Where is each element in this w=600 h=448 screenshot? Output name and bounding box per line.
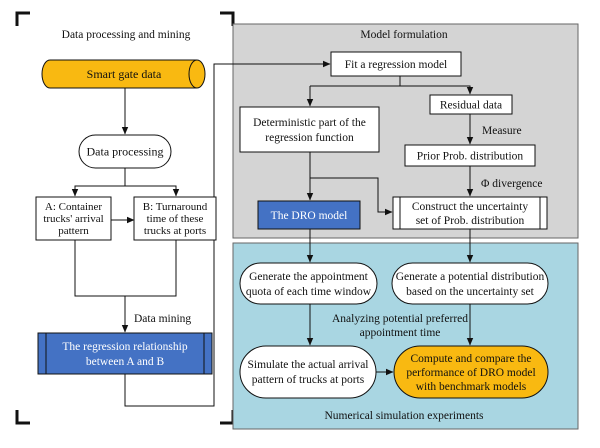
frame-corner-top-left [15, 11, 30, 26]
fit-regression-node: Fit a regression model [330, 51, 462, 77]
box-b-line-2: time of these [147, 213, 204, 225]
smart-gate-cylinder-rim [188, 59, 198, 89]
frame-corner-top-right [220, 11, 235, 26]
simulate-arrival-line-1: Simulate the actual arrival [247, 359, 368, 371]
regression-relationship-line-1: The regression relationship [62, 341, 187, 353]
potential-distribution-line-1: Generate a potential distribution [396, 271, 545, 283]
box-a-line-3: pattern [58, 225, 89, 237]
residual-data-label: Residual data [440, 100, 502, 112]
model-section-title: Model formulation [360, 29, 447, 41]
connector-deterministic-uncertainty [310, 177, 393, 216]
potential-distribution-node: Generate a potential distribution based … [391, 262, 549, 305]
compare-performance-line-1: Compute and compare the [410, 353, 531, 365]
simulate-arrival-line-2: pattern of trucks at ports [252, 374, 365, 386]
residual-data-node: Residual data [429, 94, 513, 115]
appointment-quota-line-2: quota of each time window [246, 286, 372, 298]
box-b-line-3: trucks at ports [144, 225, 206, 237]
connector-fit-left [310, 76, 401, 87]
uncertainty-set-node: Construct the uncertainty set of Prob. d… [392, 196, 548, 230]
prior-prob-label: Prior Prob. distribution [417, 151, 524, 163]
connector-a-merge [74, 240, 177, 297]
data-processing-node: Data processing [78, 134, 172, 169]
box-a-line-2: trucks' arrival [43, 213, 103, 225]
compare-performance-line-3: with benchmark models [416, 381, 527, 393]
left-section-title: Data processing and mining [62, 29, 191, 41]
dro-model-node: The DRO model [257, 200, 361, 230]
prior-prob-node: Prior Prob. distribution [404, 144, 536, 167]
uncertainty-set-line-1: Construct the uncertainty [412, 201, 528, 213]
frame-corner-bottom-left [15, 410, 30, 425]
connector-regression-fitmodel [124, 60, 331, 407]
appointment-quota-node: Generate the appointment quota of each t… [239, 262, 378, 305]
connector-processing-b [125, 185, 180, 197]
smart-gate-label: Smart gate data [87, 67, 162, 81]
deterministic-line-2: regression function [265, 132, 354, 144]
phi-divergence-label: Φ divergence [481, 178, 543, 190]
regression-relationship-node: The regression relationship between A an… [37, 332, 213, 375]
data-processing-label: Data processing [87, 145, 164, 159]
measure-label: Measure [482, 125, 522, 137]
compare-performance-node: Compute and compare the performance of D… [393, 345, 549, 399]
connector-processing-a [71, 168, 126, 197]
box-b-node: B: Turnaround time of these trucks at po… [133, 196, 217, 241]
box-b-line-1: B: Turnaround [143, 201, 208, 213]
box-a-line-1: A: Container [45, 201, 102, 213]
deterministic-node: Deterministic part of the regression fun… [239, 106, 380, 153]
frame-corner-bottom-right [220, 410, 235, 425]
simulation-section-title: Numerical simulation experiments [324, 410, 484, 422]
compare-performance-line-2: performance of DRO model [406, 367, 535, 379]
connectors [71, 60, 474, 407]
regression-relationship-line-2: between A and B [86, 356, 165, 368]
uncertainty-set-line-2: set of Prob. distribution [416, 215, 525, 227]
simulate-arrival-node: Simulate the actual arrival pattern of t… [239, 345, 377, 399]
fit-regression-label: Fit a regression model [345, 59, 448, 71]
appointment-quota-line-1: Generate the appointment [249, 271, 369, 283]
deterministic-line-1: Deterministic part of the [253, 117, 366, 129]
box-a-node: A: Container trucks' arrival pattern [35, 196, 112, 241]
analyzing-line-1: Analyzing potential preferred [332, 313, 468, 325]
smart-gate-data-node: Smart gate data [41, 59, 206, 89]
dro-model-label: The DRO model [271, 210, 348, 222]
potential-distribution-line-2: based on the uncertainty set [406, 286, 535, 298]
data-mining-label: Data mining [134, 313, 191, 325]
analyzing-line-2: appointment time [360, 327, 441, 339]
